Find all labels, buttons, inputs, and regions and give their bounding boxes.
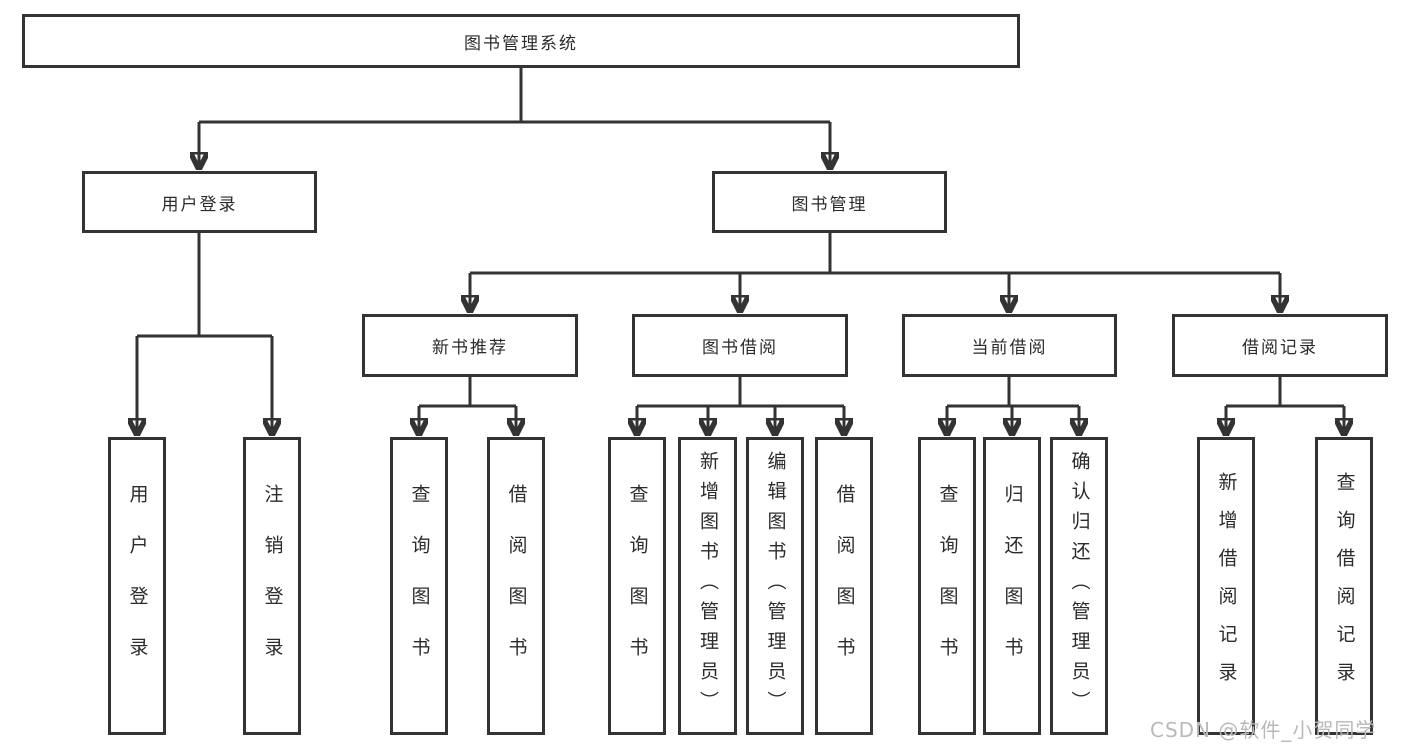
node-group-current-borrow: 当前借阅 — [902, 314, 1117, 377]
node-leaf-query-books-3: 查询图书 — [918, 437, 976, 735]
node-leaf-query-borrow-record: 查询借阅记录 — [1315, 437, 1373, 735]
node-leaf-logout: 注销登录 — [243, 437, 301, 735]
node-group-new-books: 新书推荐 — [362, 314, 578, 377]
node-leaf-user-login: 用户登录 — [108, 437, 166, 735]
node-group-borrow-records: 借阅记录 — [1172, 314, 1388, 377]
node-leaf-query-books-1: 查询图书 — [390, 437, 448, 735]
node-leaf-borrow-books-1: 借阅图书 — [487, 437, 545, 735]
node-leaf-confirm-return-admin: 确认归还（管理员） — [1050, 437, 1108, 735]
node-leaf-return-books: 归还图书 — [983, 437, 1041, 735]
node-user-login-branch: 用户登录 — [82, 171, 317, 233]
node-leaf-add-book-admin: 新增图书（管理员） — [678, 437, 737, 735]
node-group-book-borrow: 图书借阅 — [632, 314, 848, 377]
node-leaf-edit-book-admin: 编辑图书（管理员） — [746, 437, 804, 735]
node-book-mgmt-branch: 图书管理 — [712, 171, 947, 233]
node-leaf-borrow-books-2: 借阅图书 — [815, 437, 873, 735]
node-leaf-add-borrow-record: 新增借阅记录 — [1197, 437, 1255, 735]
node-leaf-query-books-2: 查询图书 — [608, 437, 666, 735]
node-root: 图书管理系统 — [22, 14, 1020, 68]
watermark-text: CSDN @软件_小贺同学 — [1150, 718, 1377, 742]
